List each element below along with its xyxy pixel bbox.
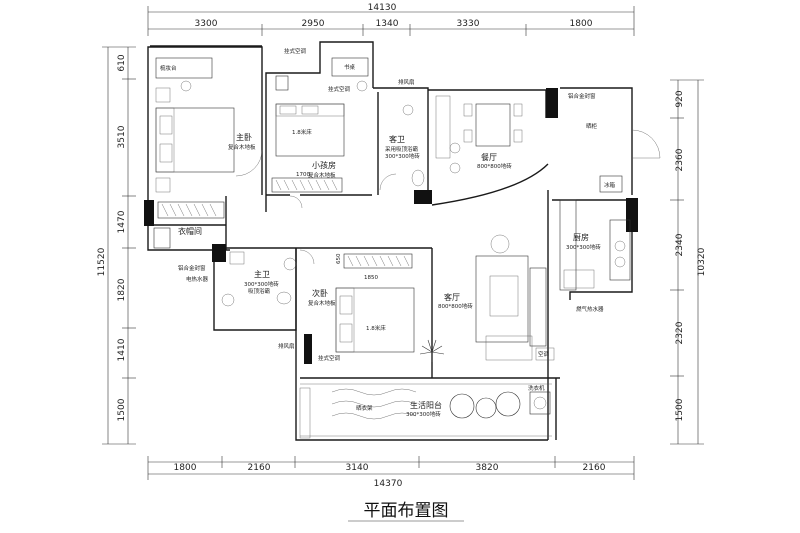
room-dining-floor: 800*800地砖	[477, 162, 512, 170]
label-washer: 洗衣机	[528, 384, 545, 392]
dim-right-4: 2320	[675, 321, 685, 344]
room-main-bath-note: 吸顶浴霸	[248, 287, 271, 295]
dim-top-5: 1800	[570, 19, 593, 29]
dim-left-4: 1820	[117, 278, 127, 301]
dim-bottom-5: 2160	[583, 463, 606, 473]
label-bed-second: 1.8米床	[366, 324, 386, 332]
room-cloakroom: 衣帽间	[178, 226, 202, 236]
room-main-bath-tile: 300*300地砖	[244, 280, 279, 288]
dim-top-3: 1340	[376, 19, 399, 29]
structural-columns	[144, 88, 638, 364]
label-ac-wall-2: 挂式空调	[328, 85, 351, 93]
dim-left-total: 11520	[97, 247, 107, 276]
living-set	[475, 234, 555, 361]
dim-bottom-3: 3140	[346, 463, 369, 473]
label-rack-cabinet: 晒柜	[586, 122, 598, 130]
dim-left-6: 1500	[117, 398, 127, 421]
dim-right-total: 10320	[697, 247, 707, 276]
label-ac-wall-1: 挂式空调	[284, 47, 307, 55]
annotations: 挂式空调 挂式空调 挂式空调 梳妆台 书桌 1.8米床 1.8米床 排风扇 排风…	[160, 47, 616, 412]
dim-right-1: 920	[675, 90, 685, 107]
dim-bottom-total: 14370	[374, 479, 403, 489]
dim-top-4: 3330	[457, 19, 480, 29]
label-desk: 书桌	[344, 63, 356, 71]
dim-left-3: 1470	[117, 210, 127, 233]
bottom-dimension-chain: 1800 2160 3140 3820 2160 14370	[147, 456, 635, 489]
page-title: 平面布置图	[364, 501, 449, 521]
dim-top-1: 3300	[195, 19, 218, 29]
room-balcony: 生活阳台	[410, 400, 442, 410]
room-second-bed-floor: 复合木地板	[308, 299, 336, 307]
room-small-study: 小孩房	[312, 160, 336, 170]
dim-right-3: 2340	[675, 233, 685, 256]
wardrobes	[153, 177, 413, 269]
label-exhaust-2: 排风扇	[278, 342, 295, 350]
label-alu-window-1: 铝合金封窗	[568, 92, 596, 100]
dim-bottom-2: 2160	[248, 463, 271, 473]
room-kitchen-floor: 300*300地砖	[566, 243, 601, 251]
dim-top-total: 14130	[368, 3, 397, 13]
label-exhaust-1: 排风扇	[398, 78, 415, 86]
bath-fixtures	[221, 104, 425, 307]
right-dimension-chain: 920 2360 2340 2320 1500 10320	[670, 79, 707, 445]
dim-bottom-1: 1800	[174, 463, 197, 473]
study-bed	[275, 103, 345, 157]
room-dining: 餐厅	[481, 153, 497, 162]
room-master-bed: 主卧	[236, 132, 252, 142]
vanity-and-desk	[155, 57, 369, 92]
left-dimension-chain: 11520 610 3510 1470 1820 1410 1500	[97, 46, 136, 445]
label-ac-wall-3: 挂式空调	[318, 354, 341, 362]
room-second-bed: 次卧	[312, 288, 328, 298]
room-small-study-floor: 复合木地板	[308, 171, 336, 179]
dim-top-2: 2950	[302, 19, 325, 29]
plant-icon	[419, 339, 445, 362]
dim-right-2: 2360	[675, 148, 685, 171]
balcony-items	[299, 387, 551, 439]
room-living-floor: 800*800地砖	[438, 302, 473, 310]
master-bed	[155, 87, 235, 193]
label-dim-650: 650	[336, 253, 342, 264]
dining-table	[435, 95, 523, 174]
room-living: 客厅	[444, 292, 460, 302]
walls	[147, 41, 633, 441]
dim-left-2: 3510	[117, 125, 127, 148]
top-dimension-chain: 14130 3300 2950 1340 3330 1800	[147, 3, 635, 36]
label-vanity: 梳妆台	[160, 64, 177, 72]
label-rack: 晒衣架	[356, 404, 373, 412]
kitchen-counter	[559, 175, 631, 291]
dim-left-5: 1410	[117, 338, 127, 361]
dim-bottom-4: 3820	[476, 463, 499, 473]
room-main-bath: 主卫	[254, 269, 270, 279]
label-dim-1850: 1850	[364, 275, 378, 281]
room-kitchen: 厨房	[573, 232, 589, 242]
label-aircon: 空调	[538, 350, 550, 358]
label-dim-1700: 1700	[296, 172, 310, 178]
label-fridge: 冰箱	[604, 181, 616, 189]
room-guest-bath-note: 采用吸顶浴霸	[385, 145, 419, 153]
label-heater-gas: 燃气热水器	[576, 305, 604, 313]
label-heater-elec: 电热水器	[186, 275, 209, 283]
room-balcony-floor: 300*300地砖	[406, 410, 441, 418]
label-bed-study: 1.8米床	[292, 128, 312, 136]
doors	[235, 129, 661, 265]
dim-right-5: 1500	[675, 398, 685, 421]
room-labels: 主卧 复合木地板 小孩房 复合木地板 客卫 采用吸顶浴霸 300*300地砖 餐…	[178, 132, 601, 418]
second-bed	[335, 287, 415, 353]
room-master-bed-floor: 复合木地板	[228, 143, 256, 151]
room-guest-bath-tile: 300*300地砖	[385, 152, 420, 160]
room-guest-bath: 客卫	[389, 134, 405, 144]
label-alu-window-2: 铝合金封窗	[178, 264, 206, 272]
dim-left-1: 610	[117, 54, 127, 71]
